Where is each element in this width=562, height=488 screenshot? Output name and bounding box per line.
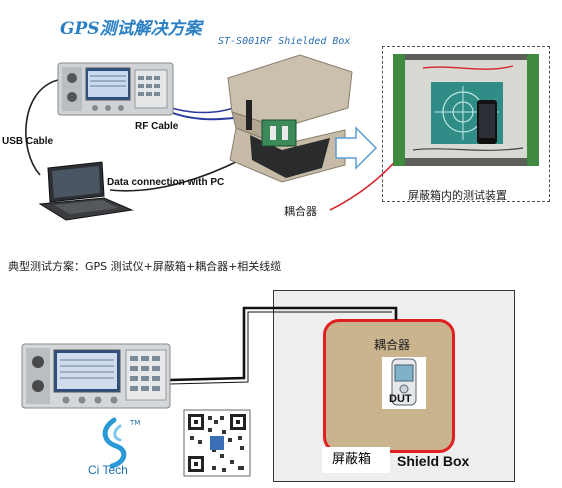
data-cable-line	[109, 159, 241, 192]
rf-cable-bottom	[169, 306, 398, 382]
test-setup-label: 屏蔽箱内的测试装置	[408, 189, 507, 202]
trademark-label: TM	[130, 419, 141, 427]
dut-phone	[382, 357, 426, 409]
laptop-pc	[38, 161, 134, 221]
test-setup-frame	[382, 46, 550, 202]
shield-box-top	[227, 54, 353, 183]
gps-tester-bottom	[21, 343, 171, 409]
ci-tech-logo-icon	[102, 417, 127, 469]
qr-code-icon	[183, 409, 251, 477]
data-connection-label: Data connection with PC	[107, 177, 225, 188]
coupler-label-bottom: 耦合器	[374, 338, 411, 352]
shield-box-model-label: ST-S001RF Shielded Box	[218, 36, 351, 47]
solution-description: 典型测试方案：GPS 测试仪+屏蔽箱+耦合器+相关线缆	[8, 260, 282, 273]
test-setup-photo	[393, 54, 539, 166]
dut-label: DUT	[389, 393, 412, 405]
usb-cable-label: USB Cable	[2, 136, 54, 147]
gps-tester-top	[57, 62, 174, 116]
usb-cable-line	[25, 79, 59, 176]
diagram-title: GPS测试解决方案	[60, 19, 202, 39]
bottom-setup-drawing	[21, 306, 398, 477]
brand-label: Ci Tech	[88, 463, 128, 477]
top-setup-drawing	[25, 54, 406, 221]
arrow-icon	[335, 126, 378, 170]
shield-box-en-label: Shield Box	[397, 453, 470, 469]
shield-box-cn-label: 屏蔽箱	[322, 447, 390, 473]
coupler-label-top: 耦合器	[284, 205, 317, 218]
rf-cable-label: RF Cable	[135, 121, 179, 132]
